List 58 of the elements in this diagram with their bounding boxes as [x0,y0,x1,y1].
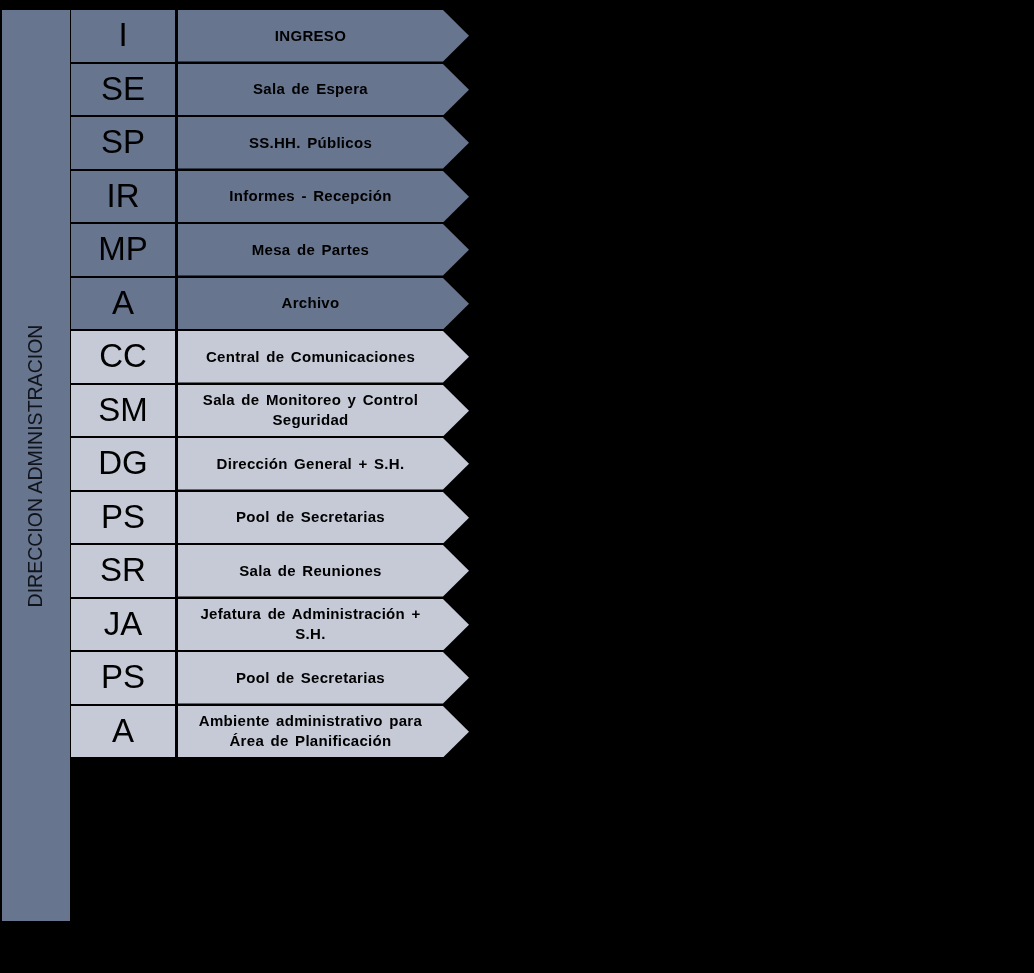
room-name: Archivo [281,293,340,314]
pentagon-panel [178,331,469,383]
code-box [71,277,175,329]
code-box [71,331,175,383]
pentagon-panel [178,705,469,757]
pentagon-panel [178,63,469,115]
pentagon-panel [178,10,469,62]
room-name: Jefatura de Administración + S.H. [199,604,422,645]
room-name: Mesa de Partes [251,239,370,260]
room-name: Ambiente administrativo para Área de Planificación [197,711,424,752]
room-code: I [118,18,128,54]
code-box [71,652,175,704]
room-code: IR [106,178,140,214]
room-code: MP [98,232,148,268]
room-code: SE [101,71,145,107]
band-label: DIRECCION ADMINISTRACION [25,324,47,607]
code-box [71,117,175,169]
room-name: SS.HH. Públicos [248,132,373,153]
code-box [71,705,175,757]
room-code: CC [99,339,147,375]
code-box [71,170,175,222]
code-box [71,63,175,115]
room-code: SP [101,125,145,161]
pentagon-panel [178,438,469,490]
room-code: JA [103,606,143,642]
pentagon-panel [178,117,469,169]
room-code: A [112,713,134,749]
pentagon-panel [178,277,469,329]
pentagon-panel [178,598,469,650]
room-code: SR [100,553,146,589]
pentagon-panel [178,224,469,276]
room-name: INGRESO [274,25,347,46]
code-box [71,438,175,490]
pentagon-panel [178,491,469,543]
room-name: Pool de Secretarias [236,667,385,688]
pentagon-panel [178,170,469,222]
room-code: DG [98,446,148,482]
room-name: Sala de Monitoreo y Control Seguridad [201,390,420,431]
room-name: Central de Comunicaciones [205,346,416,367]
pentagon-panel [178,384,469,436]
room-code: A [112,285,134,321]
room-name: Sala de Espera [253,79,368,100]
code-box [71,598,175,650]
pentagon-panel [178,545,469,597]
code-box [71,384,175,436]
room-name: Sala de Reuniones [239,560,382,581]
room-name: Informes - Recepción [229,186,392,207]
pentagon-panel [178,652,469,704]
code-box [71,545,175,597]
room-code: PS [101,499,145,535]
room-name: Dirección General + S.H. [216,453,405,474]
code-box [71,224,175,276]
vertical-band [2,10,70,921]
room-name: Pool de Secretarias [236,507,385,528]
room-code: SM [98,392,148,428]
code-box [71,491,175,543]
code-box [71,10,175,62]
room-code: PS [101,660,145,696]
